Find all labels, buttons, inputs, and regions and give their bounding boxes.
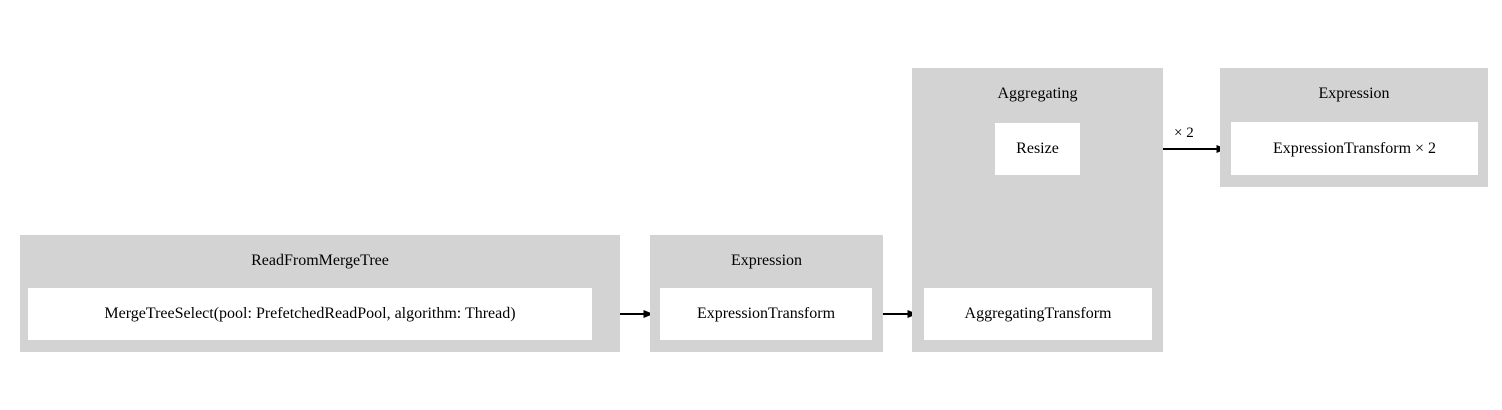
node-expression-transform[interactable]: ExpressionTransform bbox=[660, 288, 872, 340]
cluster-title-expression-2: Expression bbox=[1318, 85, 1390, 102]
node-label-expression-transform-x2: ExpressionTransform × 2 bbox=[1272, 139, 1437, 157]
node-expression-transform-x2[interactable]: ExpressionTransform × 2 bbox=[1231, 122, 1478, 175]
cluster-title-aggregating: Aggregating bbox=[997, 85, 1078, 102]
node-label-resize: Resize bbox=[1016, 140, 1059, 157]
node-aggregating-transform[interactable]: AggregatingTransform bbox=[924, 288, 1152, 340]
cluster-title-read-from-merge-tree: ReadFromMergeTree bbox=[251, 252, 389, 269]
node-resize[interactable]: Resize bbox=[995, 123, 1080, 175]
edge-label-resize-multiplier: × 2 bbox=[1174, 125, 1194, 141]
node-merge-tree-select[interactable]: MergeTreeSelect(pool: PrefetchedReadPool… bbox=[28, 288, 592, 340]
node-label-merge-tree-select: MergeTreeSelect(pool: PrefetchedReadPool… bbox=[104, 305, 516, 322]
node-label-aggregating-transform: AggregatingTransform bbox=[964, 305, 1112, 322]
cluster-title-expression-1: Expression bbox=[730, 252, 803, 269]
node-label-expression-transform: ExpressionTransform bbox=[696, 305, 836, 322]
